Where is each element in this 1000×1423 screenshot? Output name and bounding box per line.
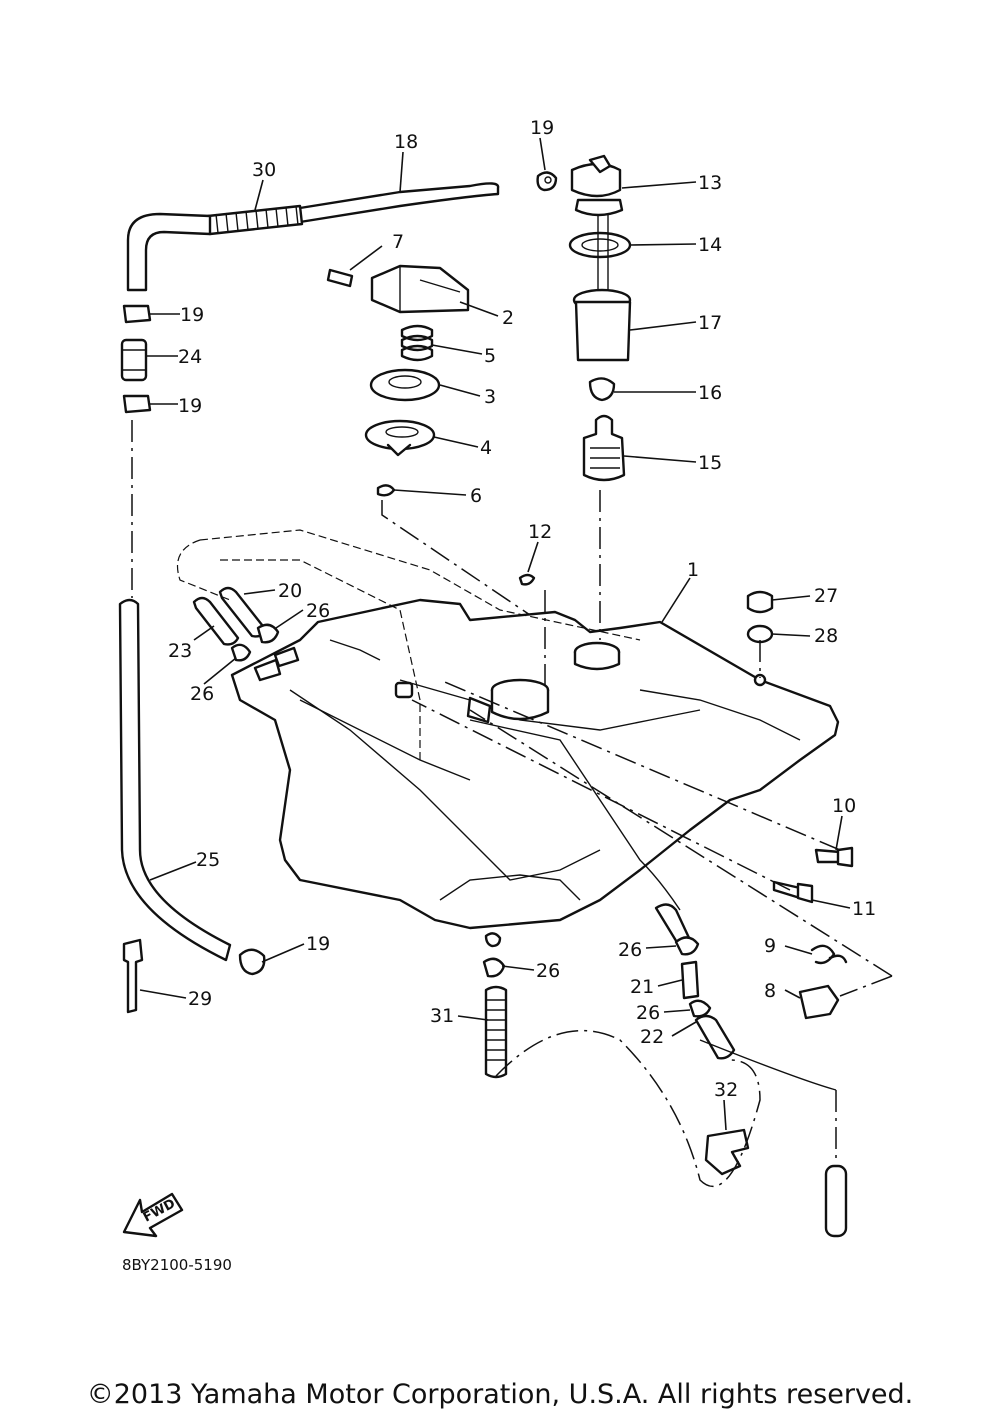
seal-14 bbox=[568, 215, 632, 300]
diagram-code: 8BY2100-5190 bbox=[122, 1256, 232, 1274]
fuel-hose-25 bbox=[118, 598, 232, 962]
cap-2 bbox=[370, 264, 470, 314]
breather-hose-end bbox=[824, 1164, 848, 1238]
callout-3: 3 bbox=[484, 386, 496, 408]
clip-9 bbox=[810, 944, 848, 965]
callout-19-bottom: 19 bbox=[306, 933, 330, 955]
callout-labels: 30 18 19 13 14 17 16 15 7 2 5 3 4 6 12 1… bbox=[168, 117, 876, 1101]
routing-lines bbox=[131, 420, 893, 1187]
clamp-26-left-b bbox=[230, 643, 252, 662]
joint-21 bbox=[680, 960, 700, 1000]
clip-6 bbox=[376, 484, 396, 497]
joint-24 bbox=[120, 338, 148, 382]
hose-22 bbox=[694, 1014, 736, 1060]
plate-4 bbox=[364, 419, 436, 457]
callout-19-top: 19 bbox=[530, 117, 554, 139]
callout-19-left-lower: 19 bbox=[178, 395, 202, 417]
band-29 bbox=[122, 938, 144, 1014]
washer-28 bbox=[746, 624, 774, 644]
damper-8 bbox=[798, 984, 840, 1020]
callout-2: 2 bbox=[502, 307, 514, 329]
gasket-3 bbox=[369, 368, 441, 402]
callout-20: 20 bbox=[278, 580, 302, 602]
holder-32 bbox=[704, 1128, 750, 1176]
clamp-26-center-b bbox=[482, 957, 506, 978]
callout-6: 6 bbox=[470, 485, 482, 507]
clamp-26-right-a bbox=[674, 936, 700, 956]
damper-27 bbox=[746, 590, 774, 614]
clamp-19-bottom bbox=[238, 948, 266, 976]
callout-28: 28 bbox=[814, 625, 838, 647]
clamp-26-right-b bbox=[688, 999, 712, 1018]
callout-27: 27 bbox=[814, 585, 838, 607]
callout-24: 24 bbox=[178, 346, 202, 368]
callout-14: 14 bbox=[698, 234, 722, 256]
callout-21: 21 bbox=[630, 976, 654, 998]
fuel-tank bbox=[230, 598, 840, 930]
leader-lines bbox=[139, 137, 851, 1131]
vent-hose-18 bbox=[298, 182, 500, 224]
bolt-10 bbox=[814, 846, 854, 868]
clamp-16 bbox=[588, 377, 616, 402]
callout-7: 7 bbox=[392, 231, 404, 253]
callout-11: 11 bbox=[852, 898, 876, 920]
callout-26-b: 26 bbox=[190, 683, 214, 705]
clamp-19-left-upper bbox=[122, 304, 152, 324]
callout-18: 18 bbox=[394, 131, 418, 153]
filter-15 bbox=[582, 414, 626, 482]
callout-26-e: 26 bbox=[636, 1002, 660, 1024]
copyright-notice: ©2013 Yamaha Motor Corporation, U.S.A. A… bbox=[86, 1379, 914, 1410]
callout-13: 13 bbox=[698, 172, 722, 194]
callout-25: 25 bbox=[196, 849, 220, 871]
callout-30: 30 bbox=[252, 159, 276, 181]
callout-8: 8 bbox=[764, 980, 776, 1002]
callout-26-c: 26 bbox=[536, 960, 560, 982]
callout-9: 9 bbox=[764, 935, 776, 957]
callout-4: 4 bbox=[480, 437, 492, 459]
callout-10: 10 bbox=[832, 795, 856, 817]
callout-26-a: 26 bbox=[306, 600, 330, 622]
clamp-26-left-a bbox=[256, 623, 280, 644]
callout-22: 22 bbox=[640, 1026, 664, 1048]
hose-23 bbox=[192, 596, 240, 646]
spring-5 bbox=[400, 324, 434, 362]
callout-23: 23 bbox=[168, 640, 192, 662]
clamp-19-top bbox=[536, 171, 558, 192]
callout-5: 5 bbox=[484, 345, 496, 367]
clip-12 bbox=[518, 573, 536, 586]
callout-19-left-upper: 19 bbox=[180, 304, 204, 326]
protector-spring-30 bbox=[126, 204, 304, 292]
clamp-26-center-a bbox=[484, 932, 502, 948]
cap-13 bbox=[570, 154, 624, 217]
callout-29: 29 bbox=[188, 988, 212, 1010]
callout-26-d: 26 bbox=[618, 939, 642, 961]
callout-17: 17 bbox=[698, 312, 722, 334]
callout-1: 1 bbox=[687, 559, 699, 581]
pin-7 bbox=[326, 268, 354, 288]
hose-upper-right bbox=[654, 903, 692, 946]
forward-arrow bbox=[122, 1192, 184, 1238]
callout-15: 15 bbox=[698, 452, 722, 474]
hose-31 bbox=[484, 985, 508, 1079]
callout-16: 16 bbox=[698, 382, 722, 404]
callout-31: 31 bbox=[430, 1005, 454, 1027]
clamp-19-left-lower bbox=[122, 394, 152, 414]
callout-32: 32 bbox=[714, 1079, 738, 1101]
callout-12: 12 bbox=[528, 521, 552, 543]
guide-17 bbox=[572, 288, 632, 362]
